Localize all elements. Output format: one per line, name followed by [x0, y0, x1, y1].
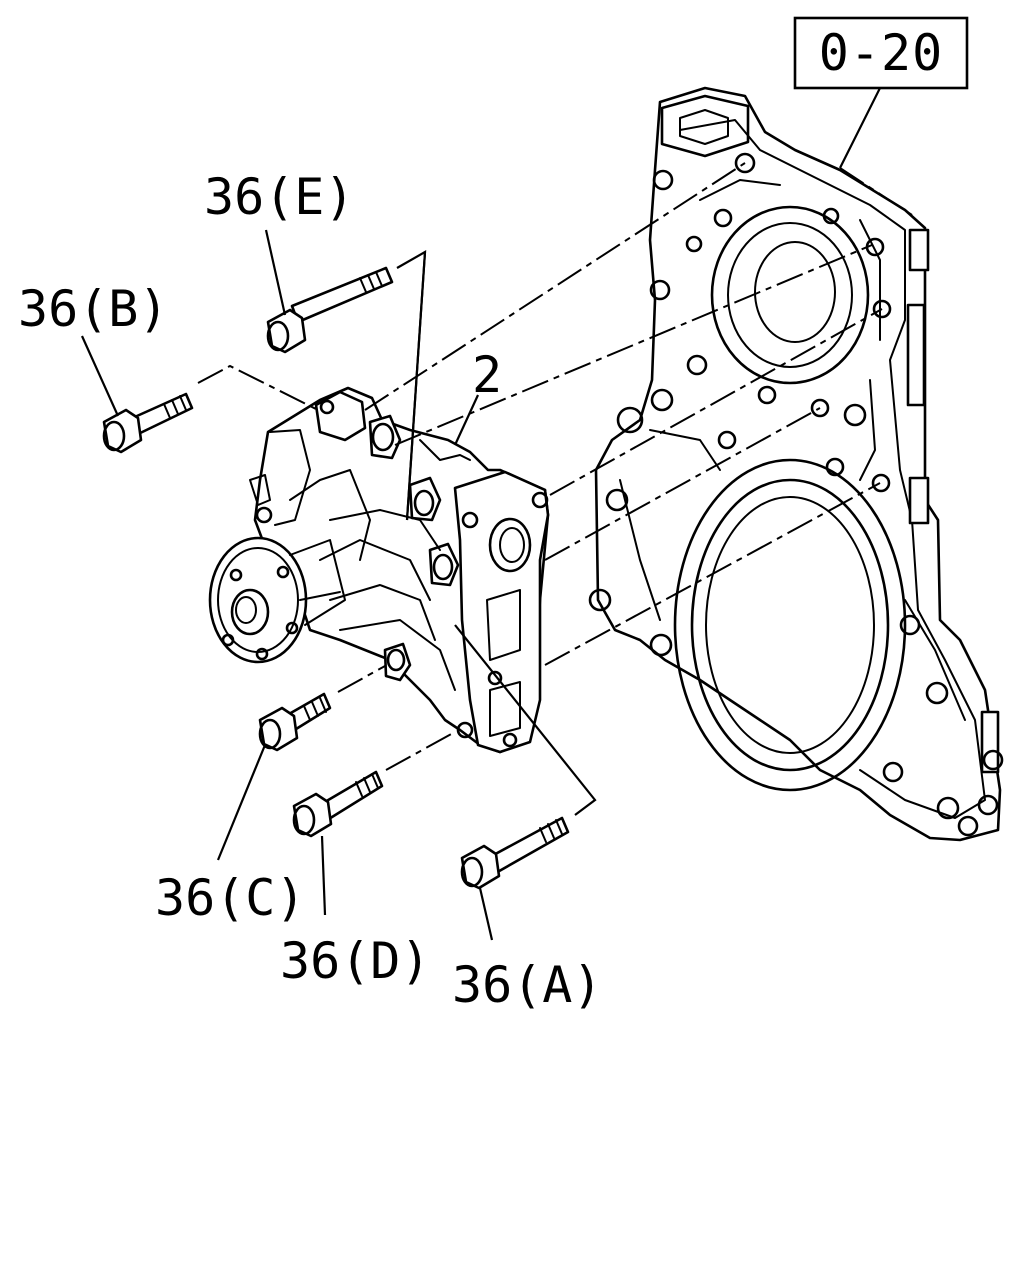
bolt-c	[258, 692, 332, 752]
leader-lines	[80, 229, 494, 941]
plate-bolt-holes	[588, 152, 1004, 837]
callout-bolt-a: 36(A)	[452, 956, 603, 1014]
bolt-d	[292, 770, 384, 838]
callout-bolt-d: 36(D)	[280, 932, 431, 990]
callout-bolt-b: 36(B)	[18, 280, 169, 338]
reference-label: 0-20	[819, 24, 943, 82]
bolt-a	[460, 816, 570, 890]
callout-bolt-e: 36(E)	[204, 168, 355, 226]
water-pump-assembly	[208, 386, 550, 754]
callout-part-2: 2	[472, 346, 502, 404]
alignment-lines	[197, 162, 913, 816]
bolt-e	[266, 266, 394, 354]
bolt-b	[102, 392, 194, 454]
front-cover-plate	[588, 86, 1004, 842]
reference-box: 0-20	[793, 16, 969, 169]
callout-bolt-c: 36(C)	[155, 869, 306, 927]
